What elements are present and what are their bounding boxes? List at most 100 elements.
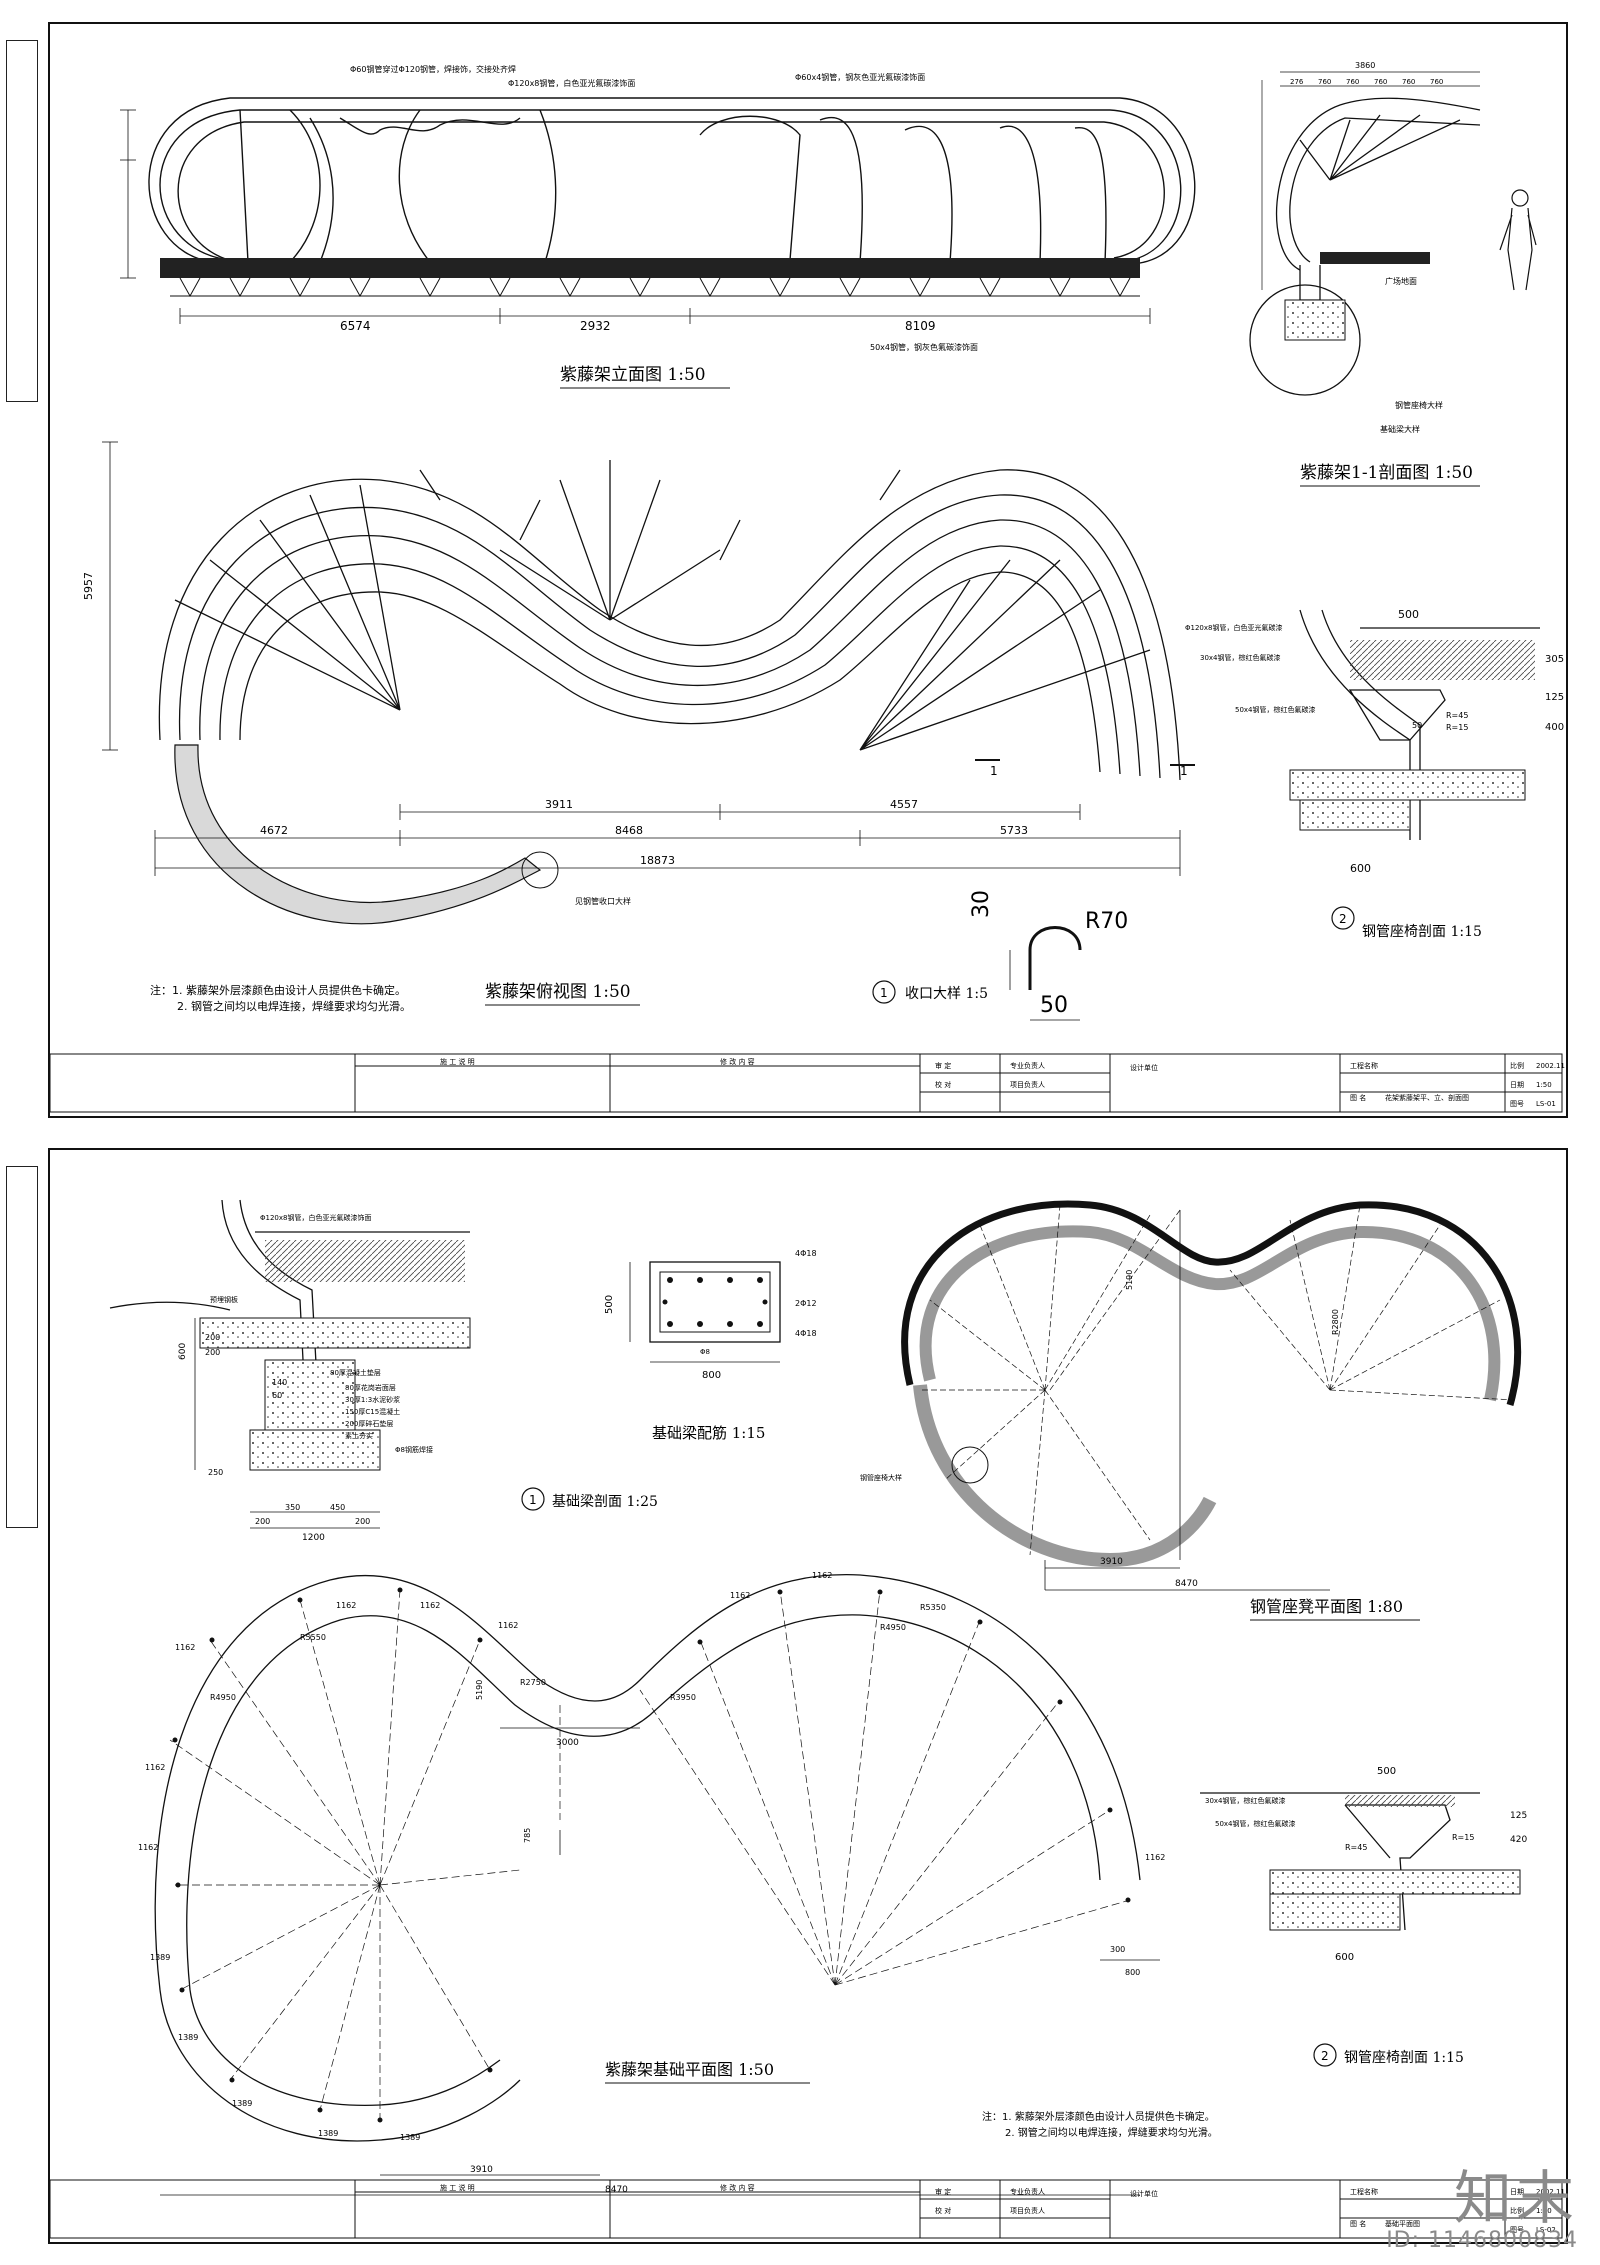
fplan-radius-2: R4950 <box>210 1693 236 1702</box>
foundation-dims <box>194 1318 380 1529</box>
edge-detail-drawing <box>1028 926 1082 990</box>
elevation-note-4: 50x4钢管，钢灰色氟碳漆饰面 <box>870 342 978 352</box>
bench1-dim-5: 600 <box>1350 862 1371 875</box>
bench-section-1-drawing <box>1299 609 1540 840</box>
section-note-2: 基础梁大样 <box>1380 424 1420 434</box>
fplan-dim-6: 3910 <box>470 2165 493 2175</box>
elevation-note-1: Φ60钢管穿过Φ120钢管，焊接饰，交接处齐焊 <box>350 64 516 74</box>
elevation-dimensions <box>120 109 1151 324</box>
bench2-dim-2: 125 <box>1510 1811 1527 1821</box>
plan-dimensions <box>102 441 1181 876</box>
tb1-cell-2: 修 改 内 容 <box>720 1057 755 1066</box>
bench2-note-1: 30x4钢管，棕红色氟碳漆 <box>1205 1796 1286 1805</box>
section-dim-5: 760 <box>1374 78 1387 86</box>
plan-dim-total: 18873 <box>640 854 675 867</box>
fplan-outer <box>154 1574 1141 1991</box>
tb2-cell-13: 图号 <box>1510 2226 1524 2234</box>
bench-base-1 <box>1289 769 1526 801</box>
sheet1-note-1: 注：1. 紫藤架外层漆颜色由设计人员提供色卡确定。 <box>150 983 406 997</box>
section-seat-band <box>1320 252 1430 264</box>
bench2-dim-1: 500 <box>1377 1766 1396 1777</box>
fplan-seg-6: 1162 <box>138 1843 158 1852</box>
sheet1-note-2: 2. 钢管之间均以电焊连接，焊缝要求均匀光滑。 <box>177 999 411 1013</box>
fplan-dim-3: 785 <box>523 1828 532 1843</box>
fsec-note-7: 200厚碎石垫层 <box>345 1419 393 1428</box>
plan-dim-3: 4672 <box>260 824 288 837</box>
bench2-dim-4: 600 <box>1335 1952 1354 1963</box>
bench-foundation-1 <box>1299 799 1411 831</box>
left-margin-strip-1 <box>6 40 38 402</box>
fsec-dim-3: 200 <box>205 1348 220 1357</box>
tb1-cell-10: 图 名 <box>1350 1093 1366 1102</box>
sheet2-note-1: 注：1. 紫藤架外层漆颜色由设计人员提供色卡确定。 <box>982 2110 1215 2123</box>
rebar-label-1: 4Φ18 <box>795 1249 817 1258</box>
plan-dim-1: 3911 <box>545 798 573 811</box>
fsec-dim-6: 350 <box>285 1503 300 1512</box>
tb2-cell-16: LS-02 <box>1536 2226 1556 2234</box>
bench2-note-2: 50x4钢管，棕红色氟碳漆 <box>1215 1819 1296 1828</box>
fplan-lower-outer <box>159 1989 521 2142</box>
bench1-radius-2: R=15 <box>1446 723 1468 732</box>
fplan-seg-2: 1162 <box>420 1601 440 1610</box>
fplan-pile-dots <box>172 1587 1131 2123</box>
tb1-cell-6: 工程名称 <box>1350 1061 1378 1070</box>
elevation-note-2: Φ120x8钢管，白色亚光氟碳漆饰面 <box>508 78 635 88</box>
fsec-dim-10: 140 <box>272 1378 287 1387</box>
tb2-cell-14: 2002.11 <box>1536 2188 1565 2196</box>
bench1-radius-3: 50 <box>1412 721 1422 730</box>
beam-rebar-title: 基础梁配筋 1:15 <box>652 1424 765 1442</box>
foundation-paving <box>199 1317 471 1349</box>
fsec-dim-11: 60 <box>272 1391 282 1400</box>
bench-plan-inner <box>919 1225 1501 1402</box>
plan-cut-mark-1: 1 <box>990 764 998 778</box>
fplan-seg-5: 1162 <box>145 1763 165 1772</box>
tb1-cell-4: 专业负责人 <box>1010 1061 1045 1070</box>
fsec-note-3: 80厚混凝土垫层 <box>330 1368 381 1377</box>
bench1-dim-2: 305 <box>1545 654 1564 665</box>
person-figure <box>1499 189 1537 291</box>
bench1-note-3: 50x4钢管，棕红色氟碳漆 <box>1235 705 1316 714</box>
fplan-dim-2: 5190 <box>475 1680 484 1700</box>
bench1-radius-1: R=45 <box>1446 711 1468 720</box>
rebar-label-3: 4Φ18 <box>795 1329 817 1338</box>
elevation-drawing <box>148 97 1196 265</box>
tb2-cell-12: 比例 <box>1510 2206 1524 2215</box>
fsec-dim-7: 450 <box>330 1503 345 1512</box>
rebar-label-4: Φ8 <box>700 1348 710 1356</box>
section-footing <box>1284 299 1346 341</box>
fsec-note-9: Φ8钢筋焊接 <box>395 1445 433 1454</box>
tb1-cell-5: 设计单位 <box>1130 1063 1158 1072</box>
tb2-cell-15: 1:50 <box>1536 2207 1552 2215</box>
section-dim-6: 760 <box>1402 78 1415 86</box>
fplan-seg-10: 1389 <box>150 1953 170 1962</box>
rebar-dim-1: 500 <box>604 1295 615 1314</box>
bench2-num: 2 <box>1321 2049 1329 2063</box>
elevation-seat-band <box>160 258 1140 278</box>
fplan-seg-12: 1389 <box>232 2099 252 2108</box>
fplan-lower-inner <box>189 1989 501 2106</box>
fplan-seg-8: 1162 <box>812 1571 832 1580</box>
fsec-dim-8: 200 <box>355 1517 370 1526</box>
bench-base-2 <box>1269 1869 1521 1895</box>
bench-plan-lower <box>913 1384 1217 1568</box>
fplan-inner <box>186 1614 1101 1991</box>
bench-plan-dim-2: 8470 <box>1175 1579 1198 1589</box>
bench1-dim-3: 125 <box>1545 692 1564 703</box>
bench-slats-1 <box>1350 640 1535 680</box>
beam-rebar-outline <box>649 1261 781 1343</box>
tb2-cell-7: 日期 <box>1510 2188 1524 2196</box>
bench2-title: 钢管座椅剖面 1:15 <box>1344 2050 1464 2066</box>
plan-dim-2: 4557 <box>890 798 918 811</box>
watermark: 知末 ID: 1146800834 <box>1386 2168 1578 2253</box>
tb2-cell-3: 审 定 <box>935 2187 951 2196</box>
edge-dim-3: 50 <box>1040 993 1068 1018</box>
foundation-footing <box>249 1429 381 1471</box>
fplan-dim-5: 800 <box>1125 1968 1140 1977</box>
edge-detail-num: 1 <box>880 986 888 1000</box>
elevation-dim-2: 2932 <box>580 319 611 333</box>
fsec-dim-4: 1200 <box>302 1533 325 1543</box>
plan-bench-arc <box>174 744 542 925</box>
elevation-title: 紫藤架立面图 1:50 <box>560 365 706 385</box>
bench-plan-dim-4: R2800 <box>1331 1309 1340 1335</box>
